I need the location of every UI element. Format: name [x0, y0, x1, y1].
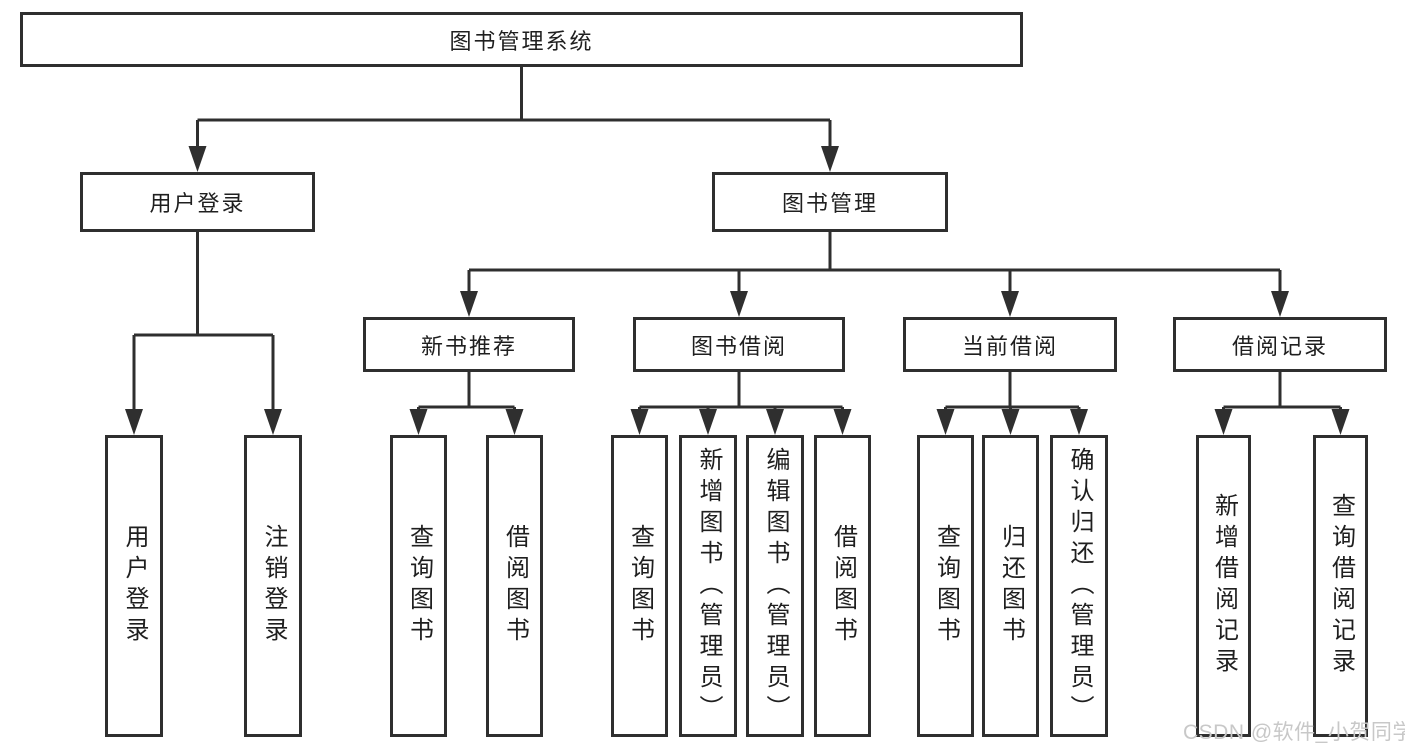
arrow-down-icon	[1271, 291, 1289, 317]
arrow-down-icon	[766, 409, 784, 435]
arrow-down-icon	[1001, 409, 1020, 435]
leaf-add-books-admin: 新增图书（管理员）	[679, 435, 737, 737]
arrow-down-icon	[188, 146, 207, 172]
node-label: 新增借阅记录	[1210, 493, 1238, 679]
node-label: 查询图书	[626, 524, 654, 648]
arrow-down-icon	[936, 409, 955, 435]
arrow-down-icon	[699, 409, 717, 435]
arrow-down-icon	[630, 409, 649, 435]
node-label: 图书管理系统	[449, 28, 594, 54]
edge-book-borrow-to-leaves	[638, 372, 844, 415]
node-borrow-record: 借阅记录	[1173, 317, 1387, 372]
leaf-query-books-1: 查询图书	[390, 435, 447, 737]
leaf-query-borrow-record: 查询借阅记录	[1313, 435, 1368, 737]
edge-new-book-to-leaves	[417, 372, 516, 415]
leaf-query-books-2: 查询图书	[611, 435, 668, 737]
leaf-logout: 注销登录	[244, 435, 302, 737]
arrow-down-icon	[821, 146, 839, 172]
node-label: 查询图书	[932, 524, 960, 648]
node-label: 新书推荐	[420, 333, 517, 359]
node-label: 借阅记录	[1231, 333, 1328, 359]
node-book-management-branch: 图书管理	[712, 172, 948, 232]
edge-borrow-record-to-leaves	[1222, 372, 1342, 415]
edge-book-mgmt-to-subbranches	[467, 232, 1282, 295]
node-book-borrow: 图书借阅	[633, 317, 845, 372]
arrow-down-icon	[125, 409, 143, 435]
node-label: 归还图书	[997, 524, 1025, 648]
arrow-down-icon	[1070, 409, 1088, 435]
node-label: 图书管理	[781, 191, 878, 216]
leaf-user-login: 用户登录	[105, 435, 163, 737]
leaf-return-books: 归还图书	[982, 435, 1039, 737]
arrow-down-icon	[1001, 291, 1019, 317]
arrowheads	[125, 146, 1350, 435]
leaf-edit-books-admin: 编辑图书（管理员）	[746, 435, 804, 737]
edge-current-borrow-to-leaves	[944, 372, 1081, 415]
leaf-borrow-books-2: 借阅图书	[814, 435, 871, 737]
node-current-borrow: 当前借阅	[903, 317, 1117, 372]
edge-root-to-branches	[196, 67, 832, 150]
arrow-down-icon	[1214, 409, 1233, 435]
node-label: 当前借阅	[961, 333, 1058, 359]
arrow-down-icon	[409, 409, 428, 435]
node-label: 借阅图书	[501, 524, 529, 648]
node-label: 借阅图书	[829, 524, 857, 648]
node-label: 编辑图书（管理员）	[762, 446, 789, 726]
node-label: 新增图书（管理员）	[695, 446, 722, 726]
node-label: 用户登录	[121, 524, 148, 648]
leaf-confirm-return-admin: 确认归还（管理员）	[1050, 435, 1108, 737]
csdn-watermark: CSDN @软件_小贺同学	[1183, 721, 1405, 744]
node-label: 查询图书	[405, 524, 433, 648]
leaf-borrow-books-1: 借阅图书	[486, 435, 543, 737]
leaf-query-books-3: 查询图书	[917, 435, 974, 737]
node-label: 查询借阅记录	[1327, 493, 1355, 679]
node-label: 注销登录	[260, 524, 287, 648]
node-root-system: 图书管理系统	[20, 12, 1023, 67]
node-new-book-recommend: 新书推荐	[363, 317, 575, 372]
arrow-down-icon	[730, 291, 748, 317]
edge-user-login-to-leaves	[132, 232, 275, 415]
node-label: 图书借阅	[690, 333, 787, 359]
node-label: 用户登录	[149, 191, 246, 216]
arrow-down-icon	[505, 409, 524, 435]
arrow-down-icon	[460, 291, 478, 317]
arrow-down-icon	[1331, 409, 1350, 435]
node-user-login-branch: 用户登录	[80, 172, 315, 232]
arrow-down-icon	[833, 409, 852, 435]
leaf-add-borrow-record: 新增借阅记录	[1196, 435, 1251, 737]
arrow-down-icon	[264, 409, 282, 435]
node-label: 确认归还（管理员）	[1066, 446, 1093, 726]
